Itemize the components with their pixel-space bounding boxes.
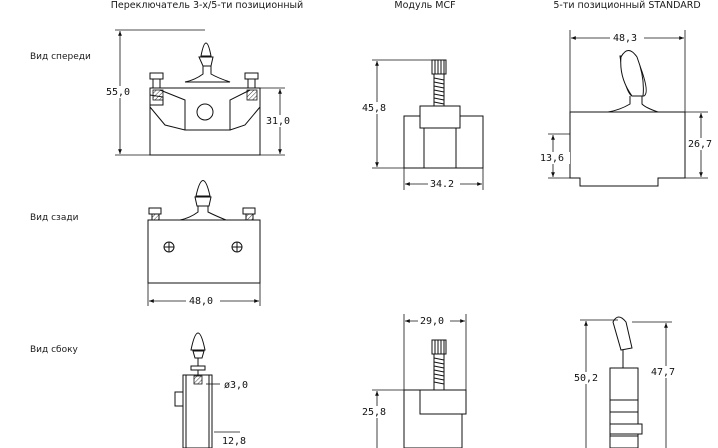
header-switch: Переключатель 3-х/5-ти позиционный — [110, 0, 304, 11]
mcf-front-drawing: 45,8 34.2 — [360, 59, 484, 190]
dim-side-depth: 12,8 — [222, 436, 246, 447]
dim-mcf-side-height: 25,8 — [362, 407, 386, 418]
side-view-drawing: ø3,0 12,8 — [174, 332, 248, 448]
dim-standard-low-height: 13,6 — [540, 153, 564, 164]
front-knob — [200, 42, 212, 57]
dim-back-width: 48,0 — [189, 296, 213, 307]
header-mcf: Модуль MCF — [394, 0, 456, 11]
mcf-side-drawing: 29,0 25,8 — [360, 314, 467, 448]
side-knob — [190, 332, 206, 351]
standard-side-knob — [612, 316, 633, 351]
dim-front-height: 55,0 — [106, 87, 130, 98]
label-back-view: Вид сзади — [30, 213, 79, 223]
dim-standard-width: 48,3 — [613, 33, 637, 44]
front-view-drawing: 55,0 31,0 — [104, 29, 296, 156]
standard-front-drawing: 48,3 26,7 13,6 — [538, 30, 718, 187]
dim-standard-side-total: 50,2 — [574, 373, 598, 384]
label-side-view: Вид сбоку — [30, 345, 78, 355]
standard-side-drawing: 50,2 47,7 — [572, 316, 682, 448]
dim-mcf-side-width: 29,0 — [420, 316, 444, 327]
dim-standard-side-height: 47,7 — [651, 367, 675, 378]
header-standard: 5-ти позиционный STANDARD — [553, 0, 701, 11]
dim-side-diameter: ø3,0 — [224, 380, 248, 391]
dim-front-body-height: 31,0 — [266, 116, 290, 127]
standard-knob — [620, 50, 644, 97]
back-knob — [195, 180, 211, 197]
dim-mcf-width: 34.2 — [430, 179, 454, 190]
dim-mcf-height: 45,8 — [362, 103, 386, 114]
label-front-view: Вид спереди — [30, 52, 91, 62]
dim-standard-body-height: 26,7 — [688, 139, 712, 150]
back-view-drawing: 48,0 — [147, 180, 261, 307]
